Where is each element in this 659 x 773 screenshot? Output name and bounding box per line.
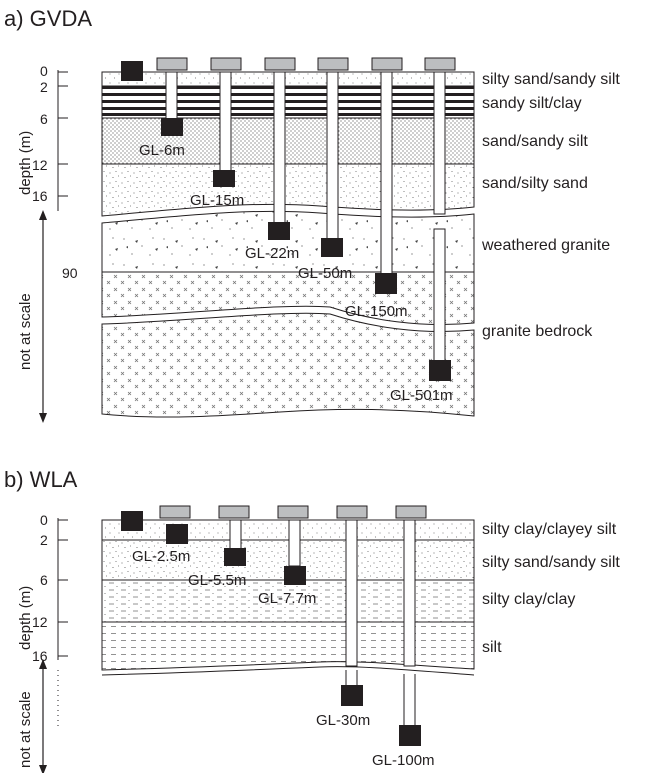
depth-axis-label-a: depth (m) xyxy=(17,131,34,195)
svg-text:16: 16 xyxy=(32,188,48,204)
borehole-caps-b xyxy=(159,505,427,519)
svg-text:weathered granite: weathered granite xyxy=(481,237,610,254)
svg-text:granite bedrock: granite bedrock xyxy=(482,323,593,340)
depth-ticks-a: 0 2 6 12 16 90 xyxy=(32,63,78,281)
depth-axis-a xyxy=(57,70,68,211)
scale-label-b: not at scale xyxy=(17,691,34,768)
svg-text:12: 12 xyxy=(32,157,48,173)
sensors-a xyxy=(121,61,451,381)
layer-silty-clay-clayey-silt xyxy=(102,520,474,540)
sensor-gl-22m xyxy=(268,222,290,240)
svg-text:silty clay/clay: silty clay/clay xyxy=(482,591,575,608)
svg-text:6: 6 xyxy=(40,572,48,588)
depth-axis-b xyxy=(57,518,68,660)
layer-sandy-silt-clay xyxy=(102,86,474,118)
svg-text:silty clay/clayey silt: silty clay/clayey silt xyxy=(482,521,617,538)
label-gl-100m: GL-100m xyxy=(372,752,435,769)
layer-silty-sand xyxy=(102,72,474,86)
sensor-labels-b: GL-2.5m GL-5.5m GL-7.7m GL-30m GL-100m xyxy=(132,548,435,769)
svg-text:0: 0 xyxy=(40,512,48,528)
panel-a-title: a) GVDA xyxy=(4,6,92,31)
svg-text:16: 16 xyxy=(32,648,48,664)
sensor-gl-50m xyxy=(321,238,343,257)
layer-labels-b: silty clay/clayey silt silty sand/sandy … xyxy=(482,521,620,656)
sensor-gl-2-5m xyxy=(166,524,188,544)
label-gl-22m: GL-22m xyxy=(245,245,299,262)
sensor-gl-5-5m xyxy=(224,548,246,566)
svg-text:0: 0 xyxy=(40,63,48,79)
svg-text:6: 6 xyxy=(40,111,48,127)
sensor-gl-6m xyxy=(161,118,183,136)
sensor-gl-150m xyxy=(375,273,397,294)
svg-text:2: 2 xyxy=(40,79,48,95)
surface-sensor-b xyxy=(121,511,143,531)
sensors-b xyxy=(121,511,421,746)
label-gl-30m: GL-30m xyxy=(316,712,370,729)
svg-text:2: 2 xyxy=(40,532,48,548)
layer-granite-bedrock xyxy=(101,312,475,418)
label-gl-15m: GL-15m xyxy=(190,192,244,209)
svg-text:12: 12 xyxy=(32,614,48,630)
scale-label-a: not at scale xyxy=(17,293,34,370)
surface-sensor-a xyxy=(121,61,143,81)
svg-text:silty sand/sandy silt: silty sand/sandy silt xyxy=(482,554,620,571)
svg-text:silt: silt xyxy=(482,639,502,656)
depth-ticks-b: 0 2 6 12 16 xyxy=(32,512,48,664)
label-gl-7-7m: GL-7.7m xyxy=(258,590,316,607)
panel-a: a) GVDA xyxy=(4,6,620,423)
label-gl-6m: GL-6m xyxy=(139,142,185,159)
sensor-gl-100m xyxy=(399,725,421,746)
layer-silt xyxy=(102,622,474,670)
depth-axis-label-b: depth (m) xyxy=(17,586,34,650)
sensor-gl-501m xyxy=(429,360,451,381)
layer-sand-silty-sand xyxy=(102,164,474,216)
label-gl-50m: GL-50m xyxy=(298,265,352,282)
label-gl-5-5m: GL-5.5m xyxy=(188,572,246,589)
panel-b-title: b) WLA xyxy=(4,467,78,492)
layer-labels-a: silty sand/sandy silt sandy silt/clay sa… xyxy=(481,71,620,340)
svg-text:silty sand/sandy silt: silty sand/sandy silt xyxy=(482,71,620,88)
label-gl-150m: GL-150m xyxy=(345,303,408,320)
layer-weathered-granite xyxy=(101,210,475,273)
sensor-gl-7-7m xyxy=(284,566,306,585)
break-line-b xyxy=(101,666,475,676)
svg-text:90: 90 xyxy=(62,265,78,281)
svg-text:sand/silty sand: sand/silty sand xyxy=(482,175,588,192)
label-gl-501m: GL-501m xyxy=(390,387,453,404)
borehole-caps-a xyxy=(156,57,456,71)
svg-text:sandy silt/clay: sandy silt/clay xyxy=(482,95,582,112)
sensor-gl-15m xyxy=(213,170,235,187)
sensor-gl-30m xyxy=(341,685,363,706)
svg-text:sand/sandy silt: sand/sandy silt xyxy=(482,133,588,150)
label-gl-2-5m: GL-2.5m xyxy=(132,548,190,565)
sensor-labels-a: GL-6m GL-15m GL-22m GL-50m GL-150m GL-50… xyxy=(139,142,453,404)
panel-b: b) WLA xyxy=(4,467,620,773)
